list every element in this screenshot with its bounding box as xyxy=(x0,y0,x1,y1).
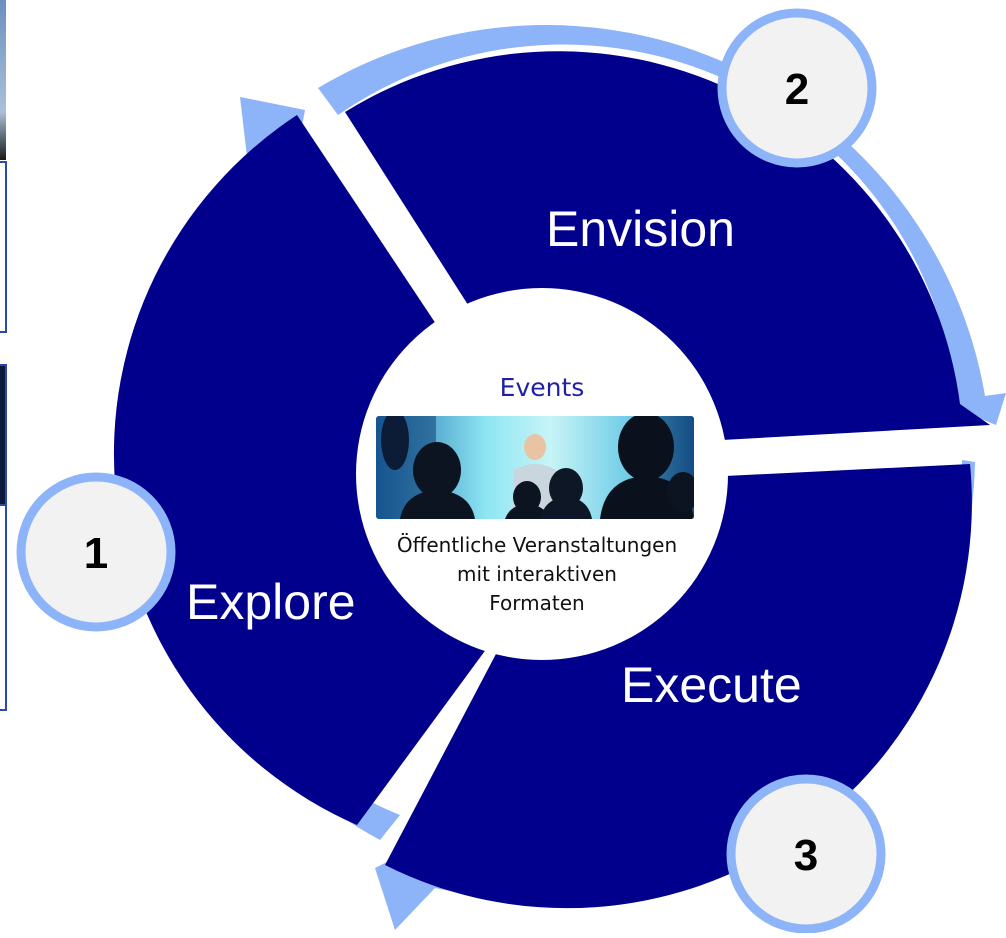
segment-label-execute: Execute xyxy=(621,657,802,713)
center-description-line-3: Formaten xyxy=(489,591,584,615)
segment-label-explore: Explore xyxy=(186,574,356,630)
center-title: Events xyxy=(500,373,585,402)
center-description-line-2: mit interaktiven xyxy=(457,562,617,586)
ring-arrow-envision xyxy=(318,25,1006,425)
step-number-1: 1 xyxy=(84,529,108,578)
cycle-segments xyxy=(113,51,990,909)
step-badge-2: 2 xyxy=(717,8,877,168)
center-hub: Events Öffentliche Veranstaltungen mit i… xyxy=(356,288,728,660)
segment-envision xyxy=(345,51,990,440)
step-number-3: 3 xyxy=(794,831,818,880)
step-number-2: 2 xyxy=(785,65,809,114)
segment-explore xyxy=(113,115,487,825)
step-badge-3: 3 xyxy=(726,774,886,934)
audience-presentation-photo xyxy=(376,416,694,519)
step-badge-1: 1 xyxy=(16,472,176,632)
center-description-line-1: Öffentliche Veranstaltungen xyxy=(397,533,677,557)
left-edge-fragments xyxy=(0,0,7,711)
segment-label-envision: Envision xyxy=(546,201,735,257)
